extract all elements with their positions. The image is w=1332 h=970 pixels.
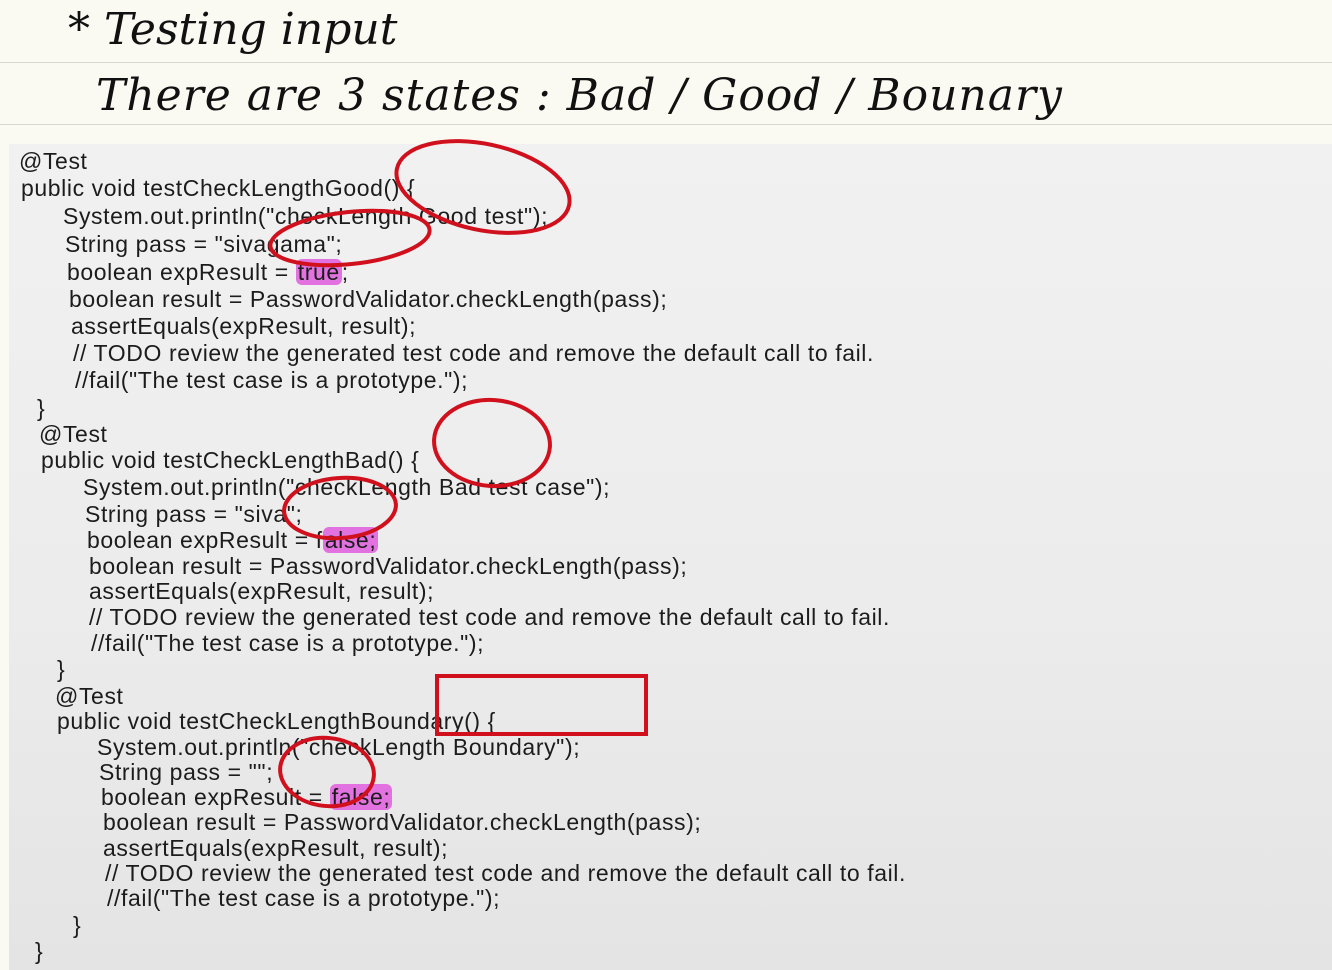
code-text: boolean expResult = f [87,527,323,553]
code-text: } [57,656,66,682]
code-line: boolean expResult = false; [87,527,379,553]
code-line: boolean expResult = true; [67,259,349,285]
code-line: //fail("The test case is a prototype."); [75,367,468,393]
code-line: public void testCheckLengthBoundary() { [57,708,496,734]
code-line: @Test [39,421,108,447]
code-line: System.out.println("checkLength Good tes… [63,203,548,229]
code-line: //fail("The test case is a prototype."); [107,885,500,911]
code-line: boolean result = PasswordValidator.check… [89,553,687,579]
code-line: assertEquals(expResult, result); [103,835,448,861]
code-text: } [35,938,44,964]
code-text: // TODO review the generated test code a… [105,860,907,886]
code-text: // TODO review the generated test code a… [73,340,875,366]
code-line: } [37,395,45,421]
code-text: boolean expResult = [67,259,296,285]
code-line: assertEquals(expResult, result); [71,313,416,339]
code-line: boolean expResult = false; [101,784,393,810]
handwritten-notes: * Testing input There are 3 states : Bad… [0,0,1332,145]
code-line: System.out.println("checkLength Boundary… [97,734,580,760]
code-text: String pass = ""; [99,759,274,785]
highlighted-token: false; [329,784,393,810]
code-line: } [57,656,65,682]
code-line: //fail("The test case is a prototype."); [91,630,484,656]
note-title: * Testing input [68,4,398,55]
code-text: @Test [19,148,88,174]
code-line: // TODO review the generated test code a… [89,604,890,630]
code-text: boolean result = PasswordValidator.check… [103,809,702,835]
code-text: } [73,912,82,938]
code-line: @Test [19,148,88,174]
ruled-line [0,124,1332,125]
code-text: // TODO review the generated test code a… [89,604,891,630]
code-text: @Test [39,421,108,447]
code-text: //fail("The test case is a prototype."); [75,367,469,393]
ruled-line [0,62,1332,63]
code-line: // TODO review the generated test code a… [105,860,906,886]
code-text: assertEquals(expResult, result); [103,835,449,861]
code-text: @Test [55,683,124,709]
code-line: System.out.println("checkLength Bad test… [83,474,610,500]
code-text: } [37,395,46,421]
code-text: System.out.println("checkLength Boundary… [97,734,581,760]
code-line: // TODO review the generated test code a… [73,340,874,366]
code-line: @Test [55,683,124,709]
code-text: String pass = "sivagama"; [65,231,343,257]
code-text: boolean result = PasswordValidator.check… [89,553,688,579]
code-line: boolean result = PasswordValidator.check… [103,809,701,835]
code-line: } [73,912,81,938]
code-text: String pass = "siva"; [85,501,303,527]
code-line: assertEquals(expResult, result); [89,578,434,604]
code-line: public void testCheckLengthGood() { [21,175,415,201]
code-text: //fail("The test case is a prototype."); [91,630,485,656]
code-text: ; [341,259,349,285]
code-line: String pass = "sivagama"; [65,231,342,257]
code-line: public void testCheckLengthBad() { [41,447,419,473]
note-subtitle: There are 3 states : Bad / Good / Bounar… [96,70,1063,121]
code-text: System.out.println("checkLength Bad test… [83,474,611,500]
code-line: String pass = ""; [99,759,273,785]
code-text: public void testCheckLengthBad() { [41,447,420,473]
code-line: boolean result = PasswordValidator.check… [69,286,667,312]
code-text: public void testCheckLengthGood() { [21,175,416,201]
code-text: assertEquals(expResult, result); [89,578,435,604]
highlighted-token: alse; [322,527,379,553]
highlighted-token: true [295,259,342,285]
code-text: System.out.println("checkLength Good tes… [63,203,549,229]
code-line: String pass = "siva"; [85,501,303,527]
code-text: boolean expResult = [101,784,330,810]
code-text: public void testCheckLengthBoundary() { [57,708,496,734]
code-line: } [35,938,43,964]
code-text: boolean result = PasswordValidator.check… [69,286,668,312]
code-text: //fail("The test case is a prototype."); [107,885,501,911]
code-text: assertEquals(expResult, result); [71,313,417,339]
